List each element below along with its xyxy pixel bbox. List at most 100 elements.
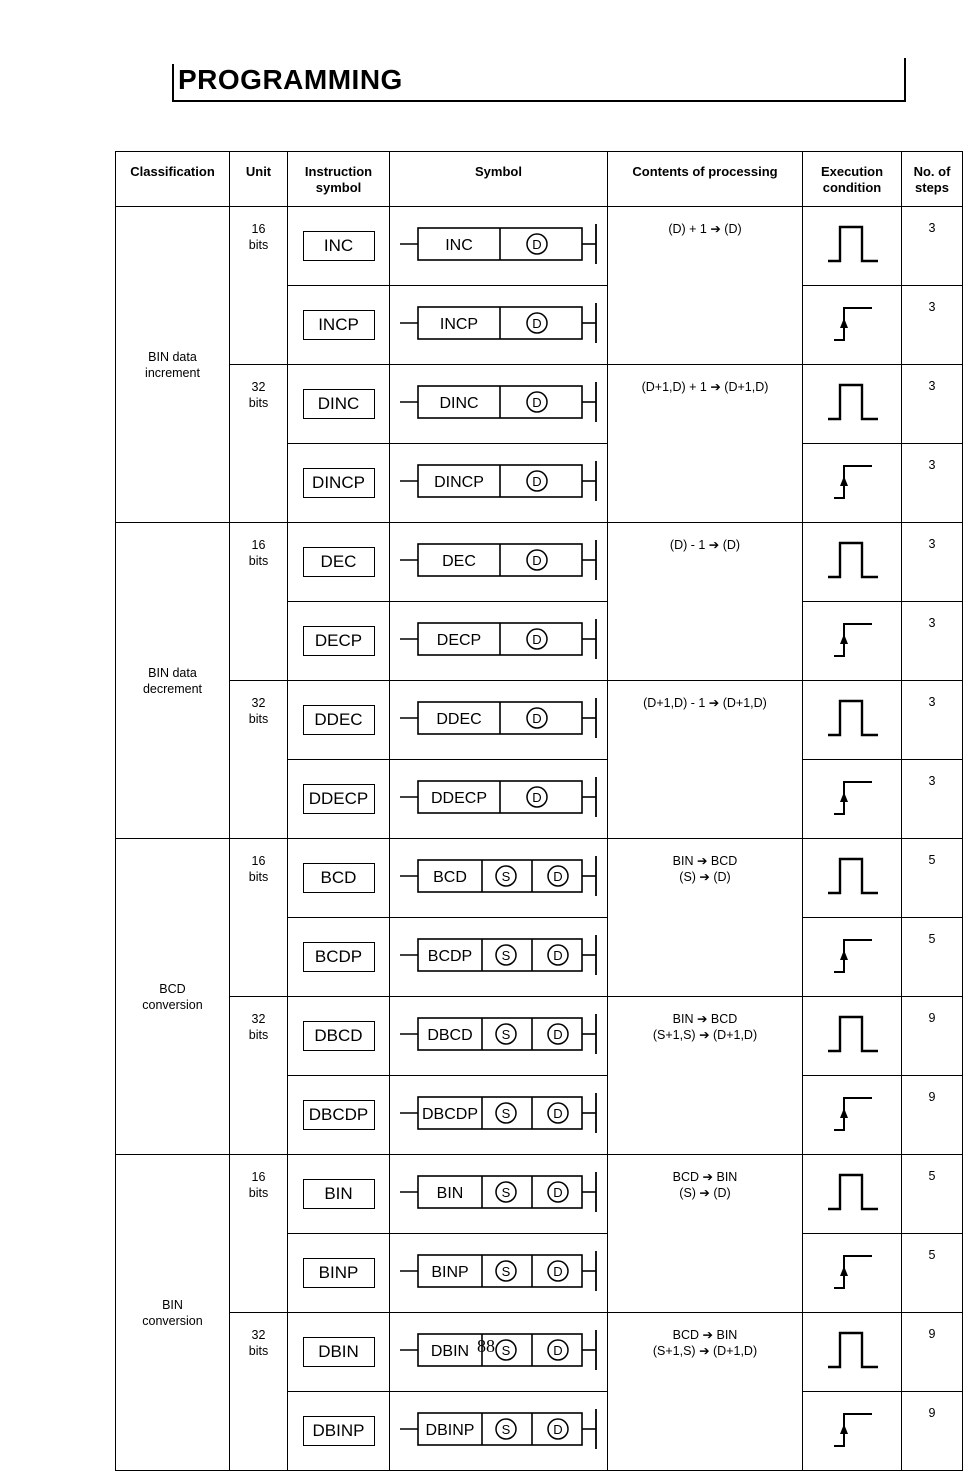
unit-cell: 16 bits <box>229 522 288 681</box>
rising-edge-execution-icon <box>834 622 872 657</box>
steps-cell: 3 <box>901 522 963 602</box>
instruction-cell: DEC <box>287 522 390 602</box>
instruction-symbol: DBCDP <box>302 1100 375 1130</box>
symbol-label: DDECP <box>431 790 487 807</box>
source-operand-icon: S <box>495 1417 517 1440</box>
svg-text:S: S <box>502 1027 511 1042</box>
svg-text:D: D <box>532 632 541 647</box>
unit-cell: 16 bits <box>229 206 288 365</box>
symbol-cell: DECP D <box>389 601 608 681</box>
destination-operand-icon: D <box>526 311 548 334</box>
ladder-symbol: BINP S D <box>400 1250 597 1291</box>
symbol-label: DBIN <box>431 1343 469 1360</box>
instruction-table: Classification Unit Instruction symbol S… <box>115 151 963 1471</box>
instruction-symbol: INCP <box>302 310 375 340</box>
steps-cell: 3 <box>901 759 963 839</box>
instruction-symbol: BCD <box>302 863 375 893</box>
classification-cell: BIN data decrement <box>115 522 230 839</box>
unit-cell: 32 bits <box>229 996 288 1155</box>
instruction-cell: DDEC <box>287 680 390 760</box>
execution-condition-cell <box>802 206 902 286</box>
symbol-cell: BCD S D <box>389 838 608 918</box>
symbol-label: DBCDP <box>422 1106 478 1123</box>
execution-condition-cell <box>802 1233 902 1313</box>
symbol-label: BINP <box>431 1264 468 1281</box>
contents-cell: (D) - 1 ➔ (D) <box>607 522 803 681</box>
table-header-row: Classification Unit Instruction symbol S… <box>115 151 963 207</box>
destination-operand-icon: D <box>547 1417 569 1440</box>
svg-text:D: D <box>553 1106 562 1121</box>
unit-cell: 32 bits <box>229 364 288 523</box>
pulse-execution-icon <box>828 699 878 736</box>
instruction-cell: DBCD <box>287 996 390 1076</box>
symbol-label: DINC <box>439 395 478 412</box>
destination-operand-icon: D <box>526 627 548 650</box>
contents-cell: (D) + 1 ➔ (D) <box>607 206 803 365</box>
instruction-symbol: BINP <box>302 1258 375 1288</box>
pulse-execution-icon <box>828 1331 878 1368</box>
classification-cell: BIN conversion <box>115 1154 230 1471</box>
svg-text:S: S <box>502 869 511 884</box>
instruction-cell: BIN <box>287 1154 390 1234</box>
header-classification: Classification <box>115 151 230 207</box>
symbol-label: DECP <box>437 632 481 649</box>
symbol-label: BCD <box>433 869 467 886</box>
instruction-symbol: DECP <box>302 626 375 656</box>
instruction-cell: BINP <box>287 1233 390 1313</box>
destination-operand-icon: D <box>547 1338 569 1361</box>
destination-operand-icon: D <box>526 469 548 492</box>
execution-condition-cell <box>802 1312 902 1392</box>
svg-text:D: D <box>532 474 541 489</box>
svg-text:S: S <box>502 1343 511 1358</box>
destination-operand-icon: D <box>526 390 548 413</box>
steps-cell: 3 <box>901 601 963 681</box>
steps-cell: 3 <box>901 680 963 760</box>
instruction-symbol: INC <box>302 231 375 261</box>
svg-text:S: S <box>502 1264 511 1279</box>
steps-cell: 3 <box>901 443 963 523</box>
execution-condition-cell <box>802 996 902 1076</box>
page-title: PROGRAMMING <box>178 64 403 95</box>
svg-text:D: D <box>532 237 541 252</box>
execution-condition-cell <box>802 838 902 918</box>
svg-text:D: D <box>532 711 541 726</box>
execution-condition-cell <box>802 1154 902 1234</box>
source-operand-icon: S <box>495 1259 517 1282</box>
steps-cell: 9 <box>901 1391 963 1471</box>
pulse-execution-icon <box>828 857 878 894</box>
source-operand-icon: S <box>495 864 517 887</box>
execution-condition-cell <box>802 1391 902 1471</box>
svg-text:D: D <box>532 316 541 331</box>
pulse-execution-icon <box>828 541 878 578</box>
source-operand-icon: S <box>495 1022 517 1045</box>
symbol-cell: DBIN S D <box>389 1312 608 1392</box>
classification-cell: BIN data increment <box>115 206 230 523</box>
instruction-cell: INC <box>287 206 390 286</box>
header-instruction-symbol: Instruction symbol <box>287 151 390 207</box>
symbol-cell: DINC D <box>389 364 608 444</box>
destination-operand-icon: D <box>547 943 569 966</box>
svg-text:D: D <box>553 948 562 963</box>
svg-text:D: D <box>553 1264 562 1279</box>
destination-operand-icon: D <box>547 1180 569 1203</box>
instruction-symbol: DEC <box>302 547 375 577</box>
ladder-symbol: DBIN S D <box>400 1329 597 1370</box>
svg-text:D: D <box>553 869 562 884</box>
instruction-cell: DBINP <box>287 1391 390 1471</box>
svg-text:D: D <box>532 553 541 568</box>
